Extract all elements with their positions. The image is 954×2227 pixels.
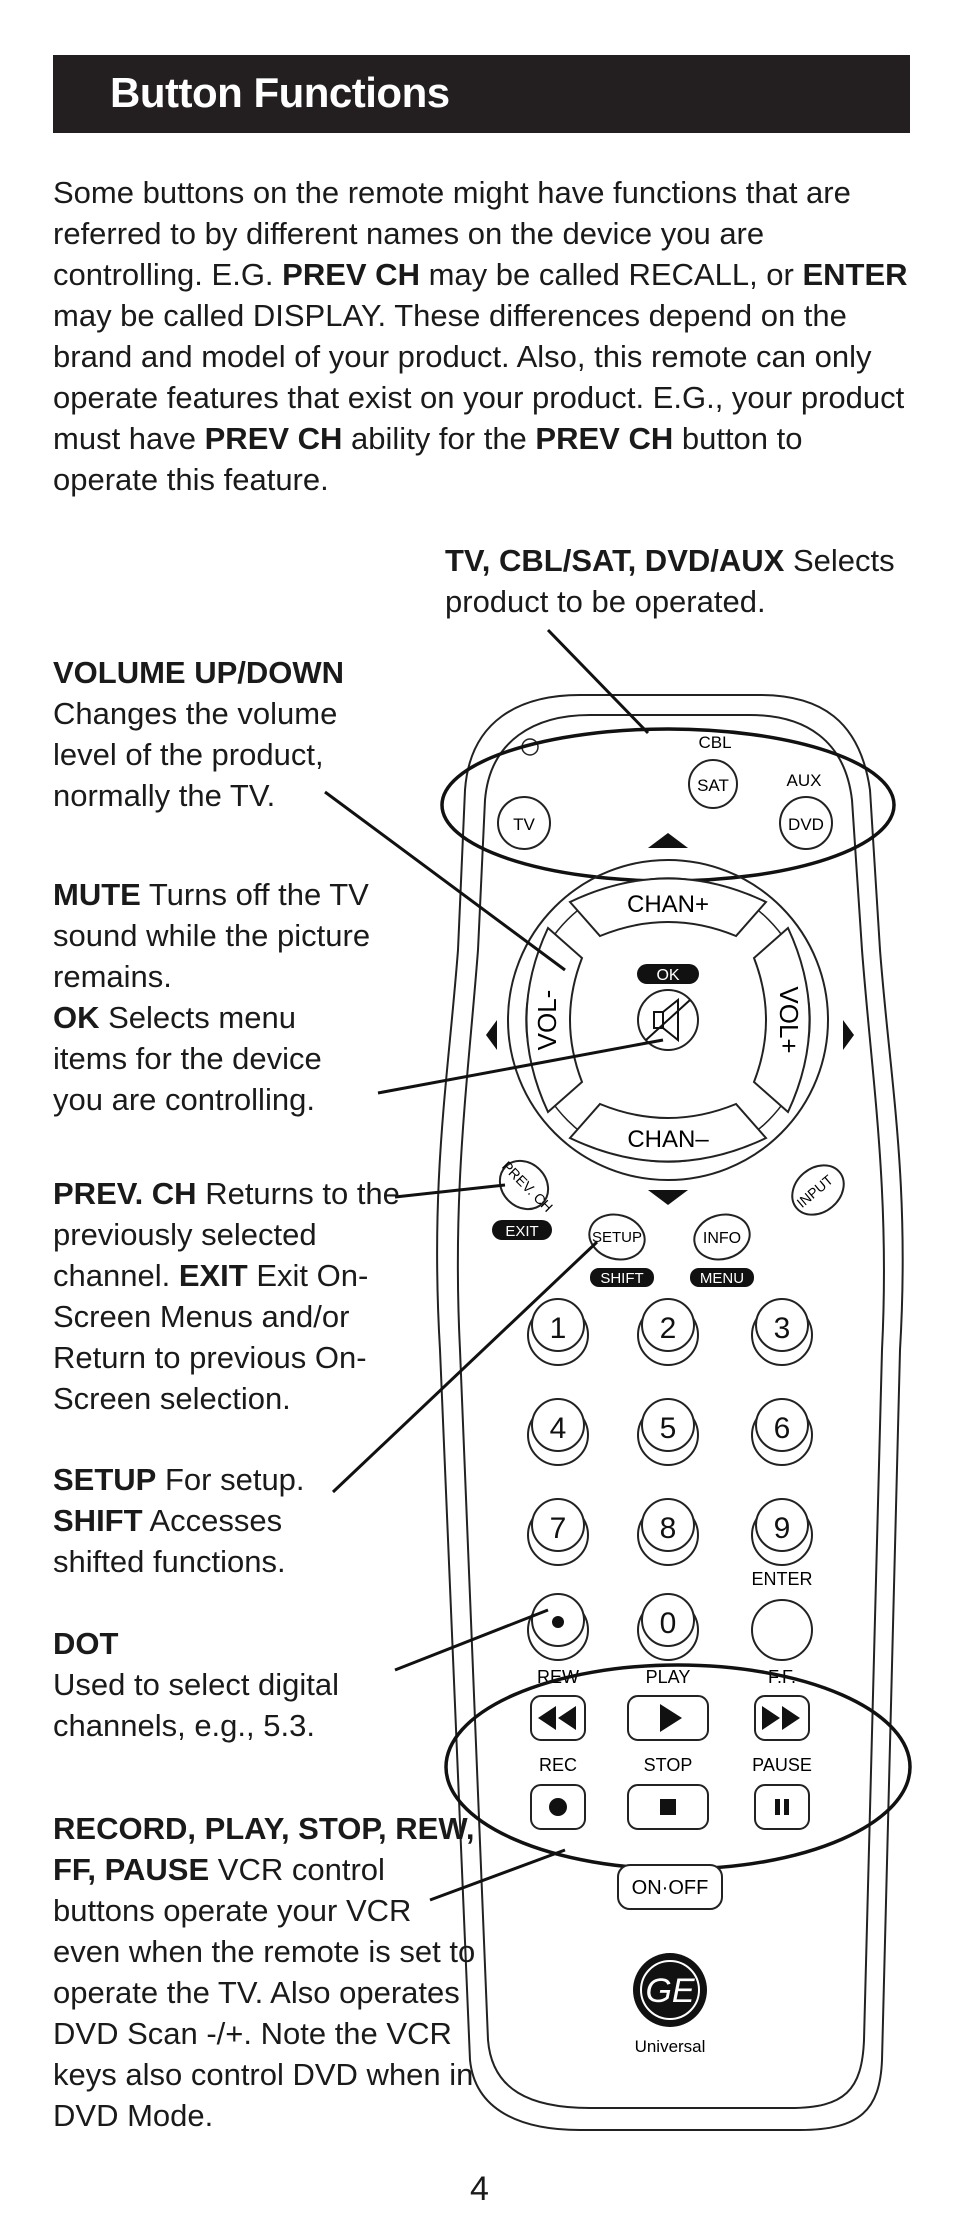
note-setup-shift: SETUP For setup.SHIFT Accesses shifted f…	[53, 1462, 305, 1579]
leader-line-dot	[394, 1608, 549, 1672]
setup-button	[588, 1213, 646, 1261]
enter-label: ENTER	[751, 1569, 812, 1589]
prev-ch-button	[498, 1159, 550, 1211]
sat-button	[688, 759, 738, 809]
svg-text:SHIFT: SHIFT	[600, 1270, 643, 1287]
pause-button	[754, 1784, 810, 1830]
chan-down-button	[568, 1102, 768, 1163]
digit-keypad	[527, 1298, 813, 1661]
leader-line-devices	[546, 628, 650, 735]
svg-text:PLAY: PLAY	[646, 1667, 691, 1687]
up-arrow-icon	[648, 833, 688, 848]
svg-text:EXIT: EXIT	[505, 1223, 538, 1240]
play-icon	[660, 1704, 682, 1732]
down-arrow-icon	[648, 1190, 688, 1205]
svg-text:INFO: INFO	[703, 1230, 741, 1247]
exit-badge	[492, 1220, 552, 1240]
note-record: RECORD, PLAY, STOP, REW, FF, PAUSE VCR c…	[53, 1811, 476, 2133]
tv-button	[497, 796, 551, 850]
svg-text:2: 2	[660, 1312, 677, 1345]
svg-text:GE: GE	[645, 1972, 694, 2010]
input-button	[791, 1164, 845, 1216]
svg-text:4: 4	[550, 1412, 567, 1445]
vol-up-button	[752, 926, 811, 1114]
stop-icon	[660, 1799, 676, 1815]
rewind-icon	[538, 1706, 576, 1730]
chan-up-button	[568, 877, 768, 938]
aux-label: AUX	[787, 771, 822, 790]
cbl-label: CBL	[698, 733, 731, 752]
svg-text:OK: OK	[656, 967, 679, 984]
remote-inner-body	[456, 714, 885, 2109]
info-button	[693, 1213, 751, 1261]
svg-text:3: 3	[774, 1312, 791, 1345]
page-number: 4	[470, 2170, 489, 2208]
svg-text:SAT: SAT	[697, 776, 729, 795]
svg-text:STOP: STOP	[644, 1755, 693, 1775]
svg-text:5: 5	[660, 1412, 677, 1445]
record-icon	[549, 1798, 567, 1816]
dot-icon	[552, 1616, 564, 1628]
leader-line-mute	[377, 1038, 664, 1095]
svg-text:VOL+: VOL+	[774, 986, 804, 1053]
svg-text:PAUSE: PAUSE	[752, 1755, 812, 1775]
enter-button	[751, 1599, 813, 1661]
ge-logo	[633, 1953, 707, 2027]
mute-icon	[645, 997, 691, 1043]
section-title: Button Functions	[110, 69, 450, 116]
svg-text:CHAN+: CHAN+	[627, 891, 709, 918]
pause-icon	[775, 1799, 780, 1815]
power-button	[617, 1864, 723, 1910]
svg-text:0: 0	[660, 1607, 677, 1640]
svg-text:CHAN–: CHAN–	[627, 1126, 709, 1153]
ok-badge	[637, 964, 699, 984]
leader-line-volume	[324, 790, 566, 972]
svg-text:8: 8	[660, 1512, 677, 1545]
note-prev-exit: PREV. CH Returns to the previously selec…	[53, 1176, 400, 1416]
svg-text:6: 6	[774, 1412, 791, 1445]
section-header: Button Functions	[53, 55, 910, 133]
note-device-select: TV, CBL/SAT, DVD/AUX Selects product to …	[445, 543, 895, 619]
brand-label: Universal	[635, 2037, 706, 2056]
svg-text:SETUP: SETUP	[592, 1229, 642, 1246]
remote-outer-body	[436, 694, 904, 2131]
svg-text:TV: TV	[513, 815, 535, 834]
leader-line-prev	[394, 1183, 506, 1199]
intro-paragraph: Some buttons on the remote might have fu…	[53, 175, 908, 497]
svg-text:VOL-: VOL-	[532, 990, 562, 1051]
right-arrow-icon	[843, 1020, 854, 1050]
fast-forward-icon	[762, 1706, 800, 1730]
vol-down-button	[525, 926, 584, 1114]
svg-text:DVD: DVD	[788, 815, 824, 834]
leader-line-record	[429, 1848, 566, 1902]
svg-text:ON·OFF: ON·OFF	[632, 1877, 709, 1899]
svg-text:7: 7	[550, 1512, 567, 1545]
svg-text:1: 1	[550, 1312, 567, 1345]
note-mute-ok: MUTE Turns off the TV sound while the pi…	[53, 877, 371, 1117]
svg-text:9: 9	[774, 1512, 791, 1545]
left-arrow-icon	[486, 1020, 497, 1050]
shift-badge	[590, 1268, 654, 1287]
svg-text:MENU: MENU	[700, 1270, 744, 1287]
leader-line-setup	[331, 1240, 599, 1494]
svg-text:REC: REC	[539, 1755, 577, 1775]
dvd-button	[779, 796, 833, 850]
menu-badge	[690, 1268, 754, 1287]
nav-pad-ring	[507, 859, 829, 1181]
